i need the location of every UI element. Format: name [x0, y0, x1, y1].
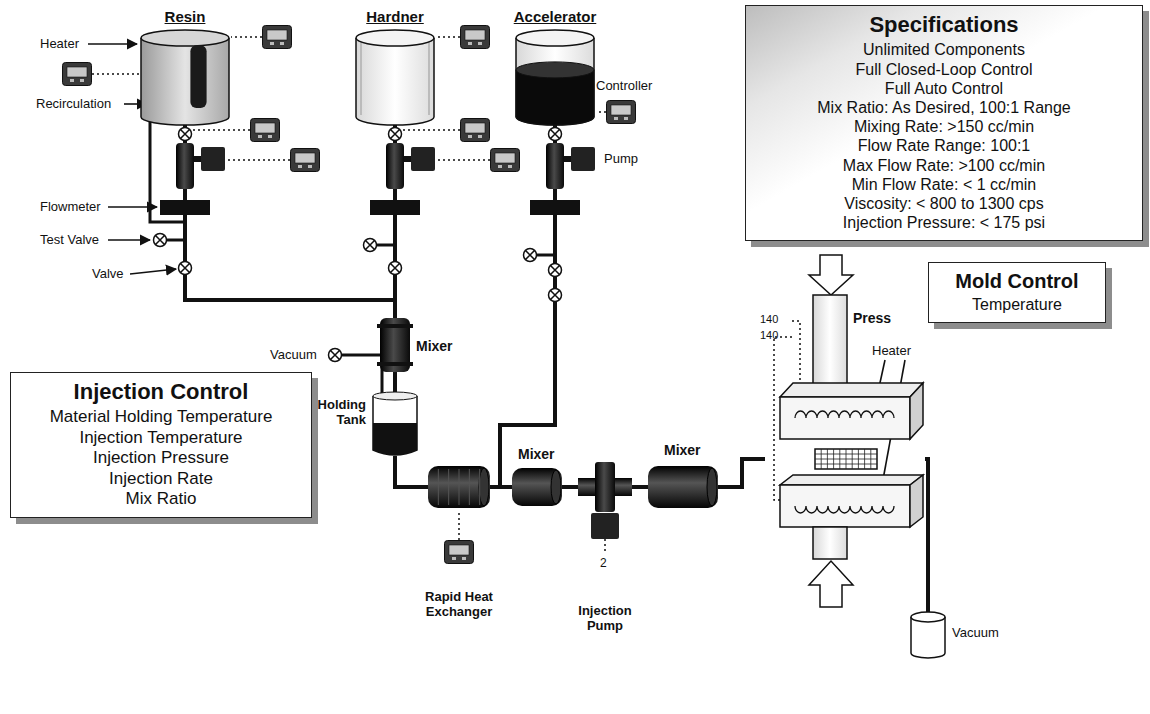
panel-line: Max Flow Rate: >100 cc/min	[754, 156, 1134, 175]
pipe	[925, 459, 928, 612]
panel-heading: Specifications	[754, 12, 1134, 38]
part-name: Rapid Heat Exchanger	[418, 590, 500, 620]
part-name: Press	[853, 310, 891, 326]
panel-line: Injection Pressure	[19, 448, 303, 468]
valves	[154, 128, 562, 362]
panel-line: Full Auto Control	[754, 79, 1134, 98]
panel-line: Injection Rate	[19, 469, 303, 489]
pipe	[185, 125, 395, 318]
part-name: Injection Pump	[570, 604, 640, 634]
heat-exchanger: Rapid Heat Exchanger	[428, 466, 490, 508]
mixer-shape	[648, 466, 718, 508]
pipe	[490, 485, 512, 489]
part-label: Recirculation	[36, 96, 111, 112]
heat-exchanger-shape	[428, 466, 490, 508]
holding-tank-shape	[372, 396, 418, 456]
mold-press: Press	[765, 255, 925, 610]
injection-pump: Injection Pump	[578, 462, 632, 512]
part-label: Flowmeter	[40, 199, 101, 215]
part-label: Pump	[604, 151, 638, 167]
part-label: Test Valve	[40, 232, 99, 248]
mixer-shape	[380, 318, 410, 372]
mixer: Mixer	[512, 468, 562, 506]
part-name: Resin	[130, 8, 240, 25]
injection-control-panel: Injection ControlMaterial Holding Temper…	[10, 372, 312, 518]
vacuum-vessel: Vacuum	[910, 612, 946, 658]
pipe	[632, 485, 648, 489]
callout-number: 2	[600, 556, 607, 570]
panel-heading: Injection Control	[19, 379, 303, 405]
mixer-shape	[512, 468, 562, 506]
mold-press-shape	[765, 255, 925, 610]
part-name: Vacuum	[952, 626, 999, 641]
accelerator-tank: Accelerator	[515, 30, 595, 125]
injection-pump-shape	[578, 462, 632, 512]
pipe	[562, 485, 578, 489]
holding-tank: Holding Tank	[372, 396, 418, 456]
pipe	[718, 459, 765, 487]
pipework	[150, 112, 555, 396]
part-label: Heater	[40, 36, 79, 52]
resin-tank: Resin	[140, 30, 230, 125]
panel-line: Unlimited Components	[754, 40, 1134, 59]
hardener-tank-shape	[355, 30, 435, 125]
part-name: Holding Tank	[312, 398, 366, 428]
part-label: Heater	[872, 343, 911, 359]
specifications-panel: SpecificationsUnlimited ComponentsFull C…	[745, 5, 1143, 241]
panel-line: Temperature	[937, 295, 1097, 314]
mixer: Mixer	[380, 318, 410, 372]
accelerator-tank-shape	[515, 30, 595, 125]
vacuum-vessel-shape	[910, 612, 946, 658]
panel-line: Full Closed-Loop Control	[754, 60, 1134, 79]
panel-line: Material Holding Temperature	[19, 407, 303, 427]
panel-line: Mixing Rate: >150 cc/min	[754, 117, 1134, 136]
panel-line: Flow Rate Range: 100:1	[754, 136, 1134, 155]
panel-heading: Mold Control	[937, 269, 1097, 293]
part-name: Accelerator	[500, 8, 610, 25]
flowmeters	[160, 200, 580, 215]
panel-line: Mix Ratio: As Desired, 100:1 Range	[754, 98, 1134, 117]
pipe	[395, 456, 428, 487]
part-name: Hardner	[345, 8, 445, 25]
resin-tank-shape	[140, 30, 230, 125]
part-label: Controller	[596, 78, 652, 94]
panel-line: Min Flow Rate: < 1 cc/min	[754, 175, 1134, 194]
part-name: Mixer	[416, 338, 453, 354]
setpoint-number: 140	[760, 329, 778, 342]
mixer: Mixer	[648, 466, 718, 508]
panel-line: Injection Temperature	[19, 428, 303, 448]
setpoint-number: 140	[760, 313, 778, 326]
part-label: Valve	[92, 266, 124, 282]
panel-line: Mix Ratio	[19, 489, 303, 509]
part-name: Mixer	[664, 442, 701, 458]
part-name: Mixer	[518, 446, 555, 462]
mold-control-panel: Mold ControlTemperature	[928, 262, 1106, 323]
part-label: Vacuum	[270, 347, 317, 363]
panel-line: Injection Pressure: < 175 psi	[754, 213, 1134, 232]
hardener-tank: Hardner	[355, 30, 435, 125]
panel-line: Viscosity: < 800 to 1300 cps	[754, 194, 1134, 213]
